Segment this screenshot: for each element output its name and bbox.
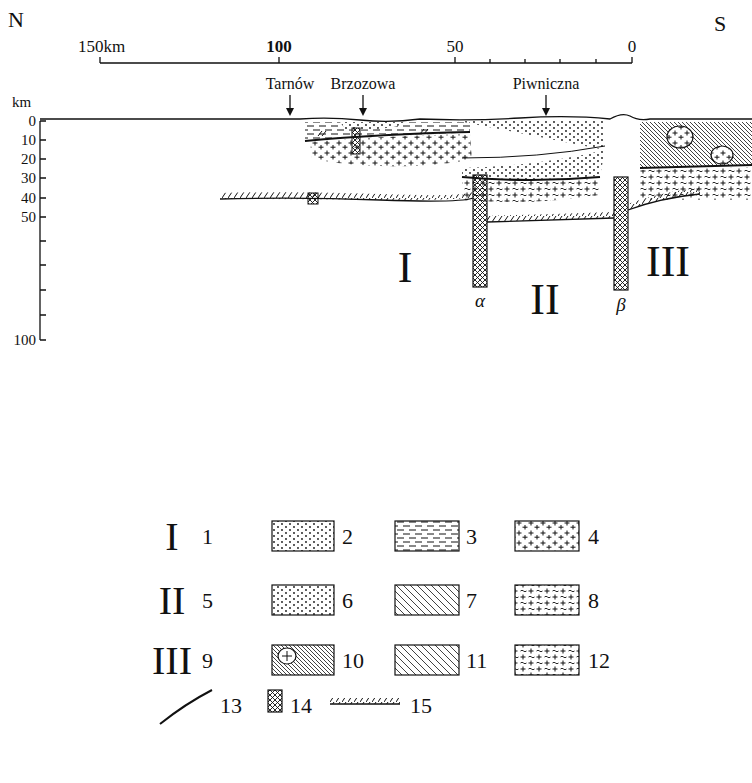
block-numeral: I: [398, 246, 413, 290]
fault-label: α: [475, 291, 485, 310]
depth-label: 20: [21, 152, 36, 167]
depth-label: 10: [21, 133, 36, 148]
legend-number: 15: [410, 695, 432, 717]
town-label: Piwniczna: [513, 76, 580, 92]
legend-number: 6: [342, 590, 353, 612]
legend-number: 11: [466, 650, 487, 672]
legend-number: 9: [202, 650, 213, 672]
depth-label: 100: [14, 333, 37, 348]
compass-label: S: [714, 13, 726, 35]
block-numeral: III: [646, 240, 690, 284]
legend-number: 3: [466, 526, 477, 548]
town-label: Brzozowa: [331, 76, 396, 92]
depth-label: 0: [29, 114, 37, 129]
scale-label: 0: [628, 38, 637, 55]
legend-number: 1: [202, 526, 213, 548]
legend-number: 12: [588, 650, 610, 672]
legend-numeral: II: [159, 581, 186, 621]
scale-label: 50: [447, 38, 464, 55]
legend-number: 5: [202, 590, 213, 612]
scale-label: 150km: [78, 38, 125, 55]
legend-number: 10: [342, 650, 364, 672]
legend-number: 4: [588, 526, 599, 548]
legend-numeral: III: [152, 641, 192, 681]
axis-unit: km: [12, 95, 31, 110]
compass-label: N: [8, 9, 24, 31]
legend-number: 8: [588, 590, 599, 612]
fault-label: β: [616, 295, 625, 314]
legend-number: 2: [342, 526, 353, 548]
scale-label: 100: [266, 38, 292, 55]
block-numeral: II: [530, 278, 559, 322]
depth-label: 50: [21, 210, 36, 225]
depth-label: 30: [21, 171, 36, 186]
legend-number: 14: [290, 695, 312, 717]
legend-numeral: I: [165, 517, 178, 557]
legend-number: 7: [466, 590, 477, 612]
depth-label: 40: [21, 191, 36, 206]
town-label: Tarnów: [266, 76, 315, 92]
legend-number: 13: [220, 695, 242, 717]
